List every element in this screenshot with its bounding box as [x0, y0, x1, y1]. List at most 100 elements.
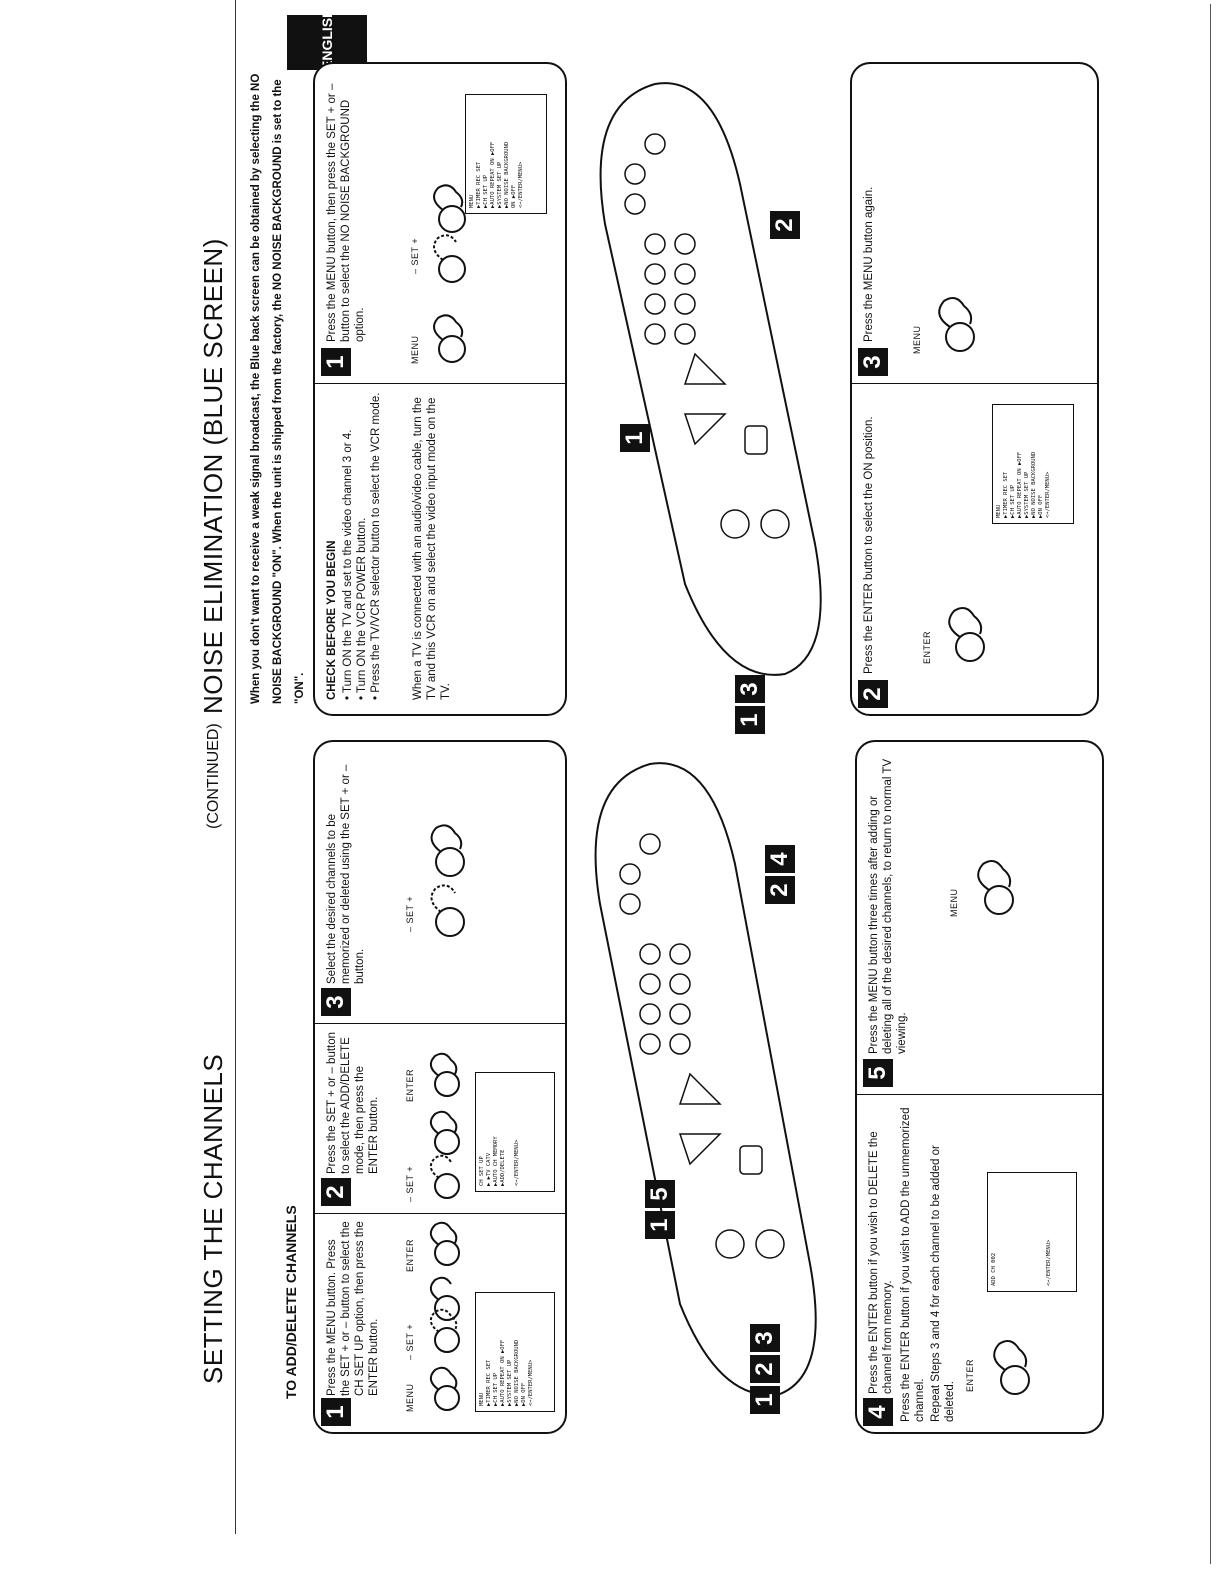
- screen-line: ADD CH 002: [991, 1252, 997, 1286]
- step4-line-3: Repeat Steps 3 and 4 for each channel to…: [930, 1145, 956, 1422]
- callout: 2: [770, 211, 800, 239]
- hand-press-icons: [429, 1221, 460, 1411]
- callout-group-123: 1 2 3: [750, 1324, 780, 1414]
- screen-line: ▶SYSTEM SET UP: [1024, 471, 1030, 518]
- hand-press-icon: [938, 296, 975, 352]
- check-bullet: • Press the TV/VCR selector button to se…: [370, 392, 382, 700]
- callout-group-13: 1 3: [735, 675, 765, 734]
- noise-step1-text: Press the MENU button, then press the SE…: [326, 83, 366, 342]
- step-number: 5: [863, 1059, 893, 1087]
- add-delete-subtitle: TO ADD/DELETE CHANNELS: [283, 1205, 299, 1399]
- add-screen: ADD CH 002 <→/ENTER/MENU>: [987, 1172, 1077, 1292]
- check-bullet: • Turn ON the VCR POWER button.: [356, 517, 368, 700]
- screen-line: ▶TIMER REC SET: [486, 1359, 492, 1406]
- screen-line: MENU: [996, 504, 1002, 518]
- continued-label: (CONTINUED): [205, 723, 222, 829]
- ch-setup-screen: CH SET UP ▶ ▶TV CATV ▶AUTO CH MEMORY ▶AD…: [475, 1072, 555, 1192]
- screen-line: ▶SYSTEM SET UP: [507, 1359, 513, 1406]
- step-number: 2: [858, 680, 888, 708]
- screen-line: ▶CH SET UP: [483, 174, 489, 208]
- noise-step2-text: Press the ENTER button to select the ON …: [863, 416, 875, 674]
- hand-press-icons: [430, 824, 465, 937]
- hand-press-icons: [433, 184, 466, 363]
- check-title: CHECK BEFORE YOU BEGIN: [326, 540, 338, 700]
- header-rule: [235, 0, 236, 1534]
- menu-label: MENU: [912, 325, 922, 355]
- left-title: SETTING THE CHANNELS: [198, 1053, 228, 1384]
- screen-line: ▶ ▶TV CATV: [486, 1152, 492, 1186]
- noise-on-screen: MENU ▶TIMER REC SET ▶CH SET UP ▶AUTO REP…: [992, 404, 1074, 524]
- noise-check-and-step1: CHECK BEFORE YOU BEGIN • Turn ON the TV …: [313, 62, 567, 716]
- divider: [857, 1094, 1102, 1095]
- enter-label: ENTER: [922, 630, 932, 664]
- add-delete-steps-4-5: 4 Press the ENTER button if you wish to …: [855, 740, 1104, 1434]
- screen-line: ▶CH SET UP: [1010, 484, 1016, 518]
- hand-press-icon: [977, 859, 1014, 915]
- step-number: 2: [321, 1178, 351, 1206]
- callout: 2: [750, 1355, 780, 1383]
- menu-label: MENU: [410, 335, 420, 365]
- set-label: – SET +: [410, 237, 420, 274]
- screen-line: ▶AUTO REPEAT ON ▶OFF: [490, 141, 496, 208]
- callout: 1: [620, 424, 650, 452]
- divider: [852, 383, 1097, 384]
- screen-line: <→/ENTER/MENU>: [518, 161, 524, 208]
- callout: 1: [750, 1386, 780, 1414]
- step2-text: Press the SET + or – button to select th…: [326, 1031, 380, 1174]
- check-note: When a TV is connected with an audio/vid…: [412, 397, 452, 700]
- remote-control-icon: [594, 762, 817, 1396]
- screen-line: ▶TIMER REC SET: [1003, 471, 1009, 518]
- screen-line: MENU: [479, 1392, 485, 1406]
- hand-press-icon: [948, 606, 985, 662]
- noise-step3-text: Press the MENU button again.: [863, 186, 875, 342]
- step-number: 3: [321, 988, 351, 1016]
- set-label: – SET +: [405, 1323, 415, 1360]
- right-title: NOISE ELIMINATION (BLUE SCREEN): [198, 238, 228, 714]
- callout: 3: [735, 675, 765, 703]
- screen-line: ▶ON OFF: [1038, 494, 1044, 518]
- screen-line: ▶NO NOISE BACKGROUND: [1031, 451, 1037, 518]
- screen-line: ON ▶OFF: [511, 184, 517, 208]
- screen-line: ▶ADD/DELETE: [500, 1149, 506, 1186]
- menu-label: MENU: [949, 888, 959, 918]
- screen-line: ▶ON OFF: [521, 1382, 527, 1406]
- remote-control-icon: [599, 82, 822, 676]
- enter-label: ENTER: [405, 1068, 415, 1102]
- step-number: 1: [321, 1398, 351, 1426]
- screen-line: ▶AUTO CH MEMORY: [493, 1136, 499, 1186]
- step-number: 1: [321, 348, 351, 376]
- screen-line: <→/ENTER/MENU>: [1045, 471, 1051, 518]
- hand-press-icons: [429, 1052, 460, 1199]
- divider: [315, 383, 565, 384]
- menu-screen: MENU ▶TIMER REC SET ▶CH SET UP ▶AUTO REP…: [475, 1292, 555, 1412]
- step1-text: Press the MENU button. Press the SET + o…: [326, 1221, 380, 1396]
- screen-line: ▶AUTO REPEAT ON ▶OFF: [1017, 451, 1023, 518]
- callout-group-24: 2 4: [765, 845, 795, 904]
- screen-line: CH SET UP: [479, 1156, 485, 1186]
- step5-text: Press the MENU button three times after …: [868, 758, 908, 1054]
- add-delete-steps-1-3: 1 Press the MENU button. Press the SET +…: [313, 740, 567, 1434]
- screen-line: ▶SYSTEM SET UP: [497, 161, 503, 208]
- enter-label: ENTER: [965, 1358, 975, 1392]
- callout: 4: [765, 845, 795, 873]
- noise-steps-2-3: 2 Press the ENTER button to select the O…: [850, 62, 1099, 716]
- callout: 5: [645, 1180, 675, 1208]
- menu-label: MENU: [405, 1383, 415, 1413]
- footer-rule: [1210, 4, 1211, 1564]
- step3-text: Select the desired channels to be memori…: [326, 764, 366, 984]
- callout-group-15: 1 5: [645, 1180, 675, 1239]
- set-label: – SET +: [405, 895, 415, 932]
- hand-press-icon: [993, 1339, 1030, 1395]
- step-number: 4: [863, 1398, 893, 1426]
- screen-line: <→/ENTER/MENU>: [514, 1139, 520, 1186]
- screen-line: ▶AUTO REPEAT ON ▶OFF: [500, 1339, 506, 1406]
- noise-intro: When you don't want to receive a weak si…: [250, 73, 306, 704]
- divider: [315, 1213, 565, 1214]
- step4-line-2: Press the ENTER button if you wish to AD…: [900, 1107, 926, 1422]
- screen-line: ▶TIMER REC SET: [476, 161, 482, 208]
- screen-line: <→/ENTER/MENU>: [528, 1359, 534, 1406]
- callout: 1: [735, 706, 765, 734]
- noise-menu-screen: MENU ▶TIMER REC SET ▶CH SET UP ▶AUTO REP…: [465, 94, 547, 214]
- set-label: – SET +: [405, 1165, 415, 1202]
